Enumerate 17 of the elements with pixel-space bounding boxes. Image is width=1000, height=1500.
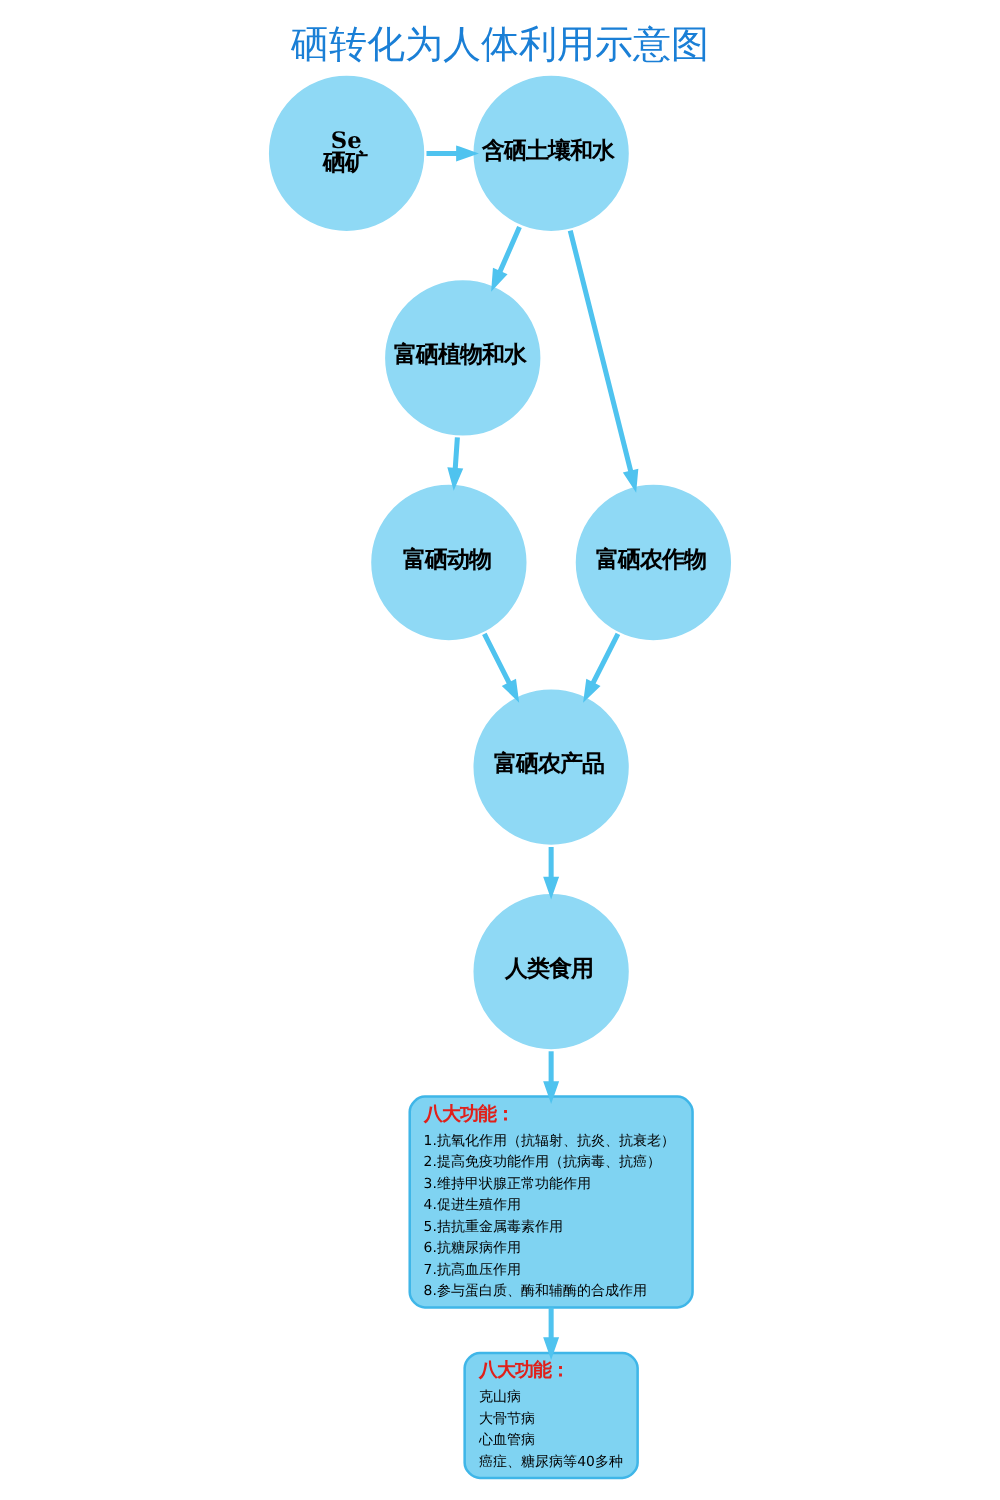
node-circle: 富硒动物 (367, 481, 531, 644)
arrow (543, 847, 560, 900)
node-circle: 富硒植物和水 (381, 276, 545, 440)
diagram-title: 硒转化为人体利用示意图 (291, 23, 709, 68)
node-circle: 含硒土壤和水 (469, 72, 633, 235)
arrow (583, 632, 621, 703)
arrow (447, 437, 464, 491)
arrow (543, 1307, 560, 1360)
node-circle: 富硒农产品 (469, 685, 633, 849)
node-circle: 人类食用 (469, 890, 633, 1054)
arrow (426, 145, 479, 162)
node-circle: Se 硒矿 (265, 72, 429, 235)
arrow (482, 632, 520, 703)
arrow (543, 1051, 560, 1105)
node-circle: 富硒农作物 (571, 481, 735, 644)
arrow (491, 226, 522, 292)
arrow (567, 230, 639, 493)
